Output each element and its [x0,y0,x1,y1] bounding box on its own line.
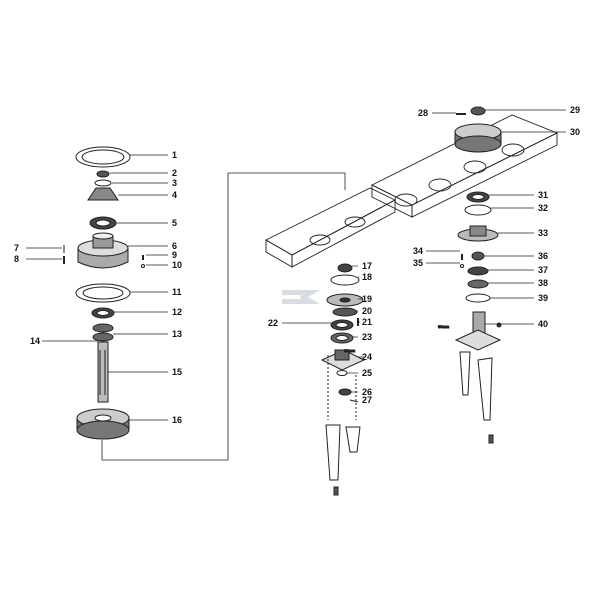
part-label-20: 20 [362,306,372,316]
part-label-8: 8 [14,254,19,264]
part-label-9: 9 [172,250,177,260]
part-label-15: 15 [172,367,182,377]
part-label-33: 33 [538,228,548,238]
part-label-31: 31 [538,190,548,200]
part-label-2: 2 [172,168,177,178]
leader-lines [26,109,566,421]
part-label-13: 13 [172,329,182,339]
nut-2 [96,170,110,178]
part-label-4: 4 [172,190,177,200]
middle-disc-assembly [320,263,366,496]
part-label-37: 37 [538,265,548,275]
part-label-39: 39 [538,293,548,303]
gasket-11 [75,283,131,303]
part-label-18: 18 [362,272,372,282]
part-label-25: 25 [362,368,372,378]
part-label-19: 19 [362,294,372,304]
knife-holder [325,424,341,481]
part-label-29: 29 [570,105,580,115]
dimension-note-40: 60mm [438,324,450,329]
part-label-6: 6 [172,241,177,251]
watermark-logo [282,290,320,304]
left-gearbox-assembly [63,146,145,440]
part-label-32: 32 [538,203,548,213]
bearing-13 [92,323,114,333]
right-disc-assembly [454,106,502,444]
part-label-5: 5 [172,218,177,228]
part-label-40: 40 [538,319,548,329]
part-label-38: 38 [538,278,548,288]
part-label-30: 30 [570,127,580,137]
part-label-27: 27 [362,395,372,405]
part-label-28: 28 [418,108,428,118]
part-label-24: 24 [362,352,372,362]
part-label-17: 17 [362,261,372,271]
cutter-bar-frame [265,114,559,268]
dimension-note-24: 60mm [344,348,356,353]
part-label-1: 1 [172,150,177,160]
washer-3 [94,179,112,187]
part-label-34: 34 [413,246,423,256]
washer-18 [330,274,360,286]
part-label-14: 14 [30,336,40,346]
bevel-gear-4 [87,187,119,201]
part-label-10: 10 [172,260,182,270]
part-label-36: 36 [538,251,548,261]
part-label-22: 22 [268,318,278,328]
part-label-7: 7 [14,243,19,253]
part-label-16: 16 [172,415,182,425]
part-label-21: 21 [362,317,372,327]
part-label-3: 3 [172,178,177,188]
part-label-12: 12 [172,307,182,317]
part-label-11: 11 [172,287,182,297]
part-label-26: 26 [362,387,372,397]
part-label-35: 35 [413,258,423,268]
gasket-1 [75,146,131,168]
part-label-23: 23 [362,332,372,342]
connection-line [101,172,346,461]
